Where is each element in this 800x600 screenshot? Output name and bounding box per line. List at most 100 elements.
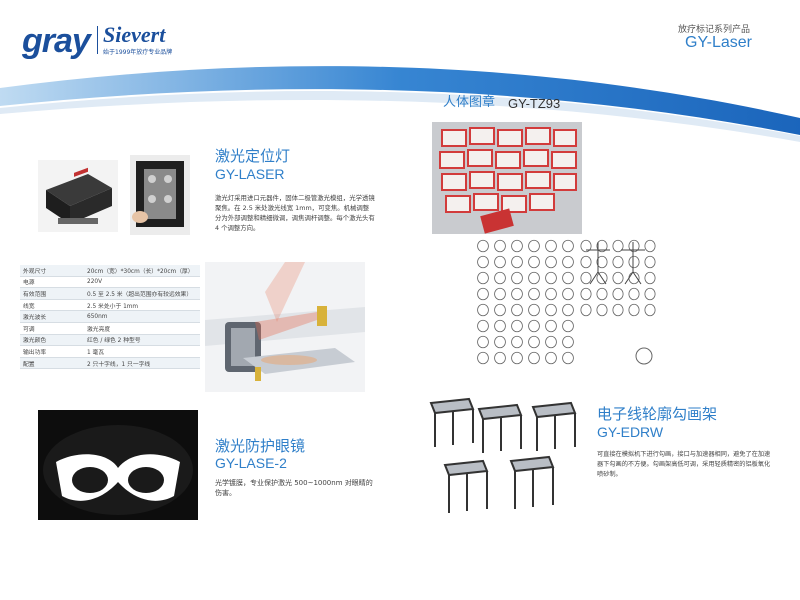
body-diagram-cell: [545, 271, 557, 285]
logo-divider: [97, 26, 98, 54]
body-diagram-cell: [596, 287, 608, 301]
body-diagram-cell: [528, 351, 540, 365]
body-diagram-cell: [494, 351, 506, 365]
body-diagram-cell: [494, 335, 506, 349]
frame-title: 电子线轮廓勾画架: [597, 405, 718, 423]
body-diagram-cell: [494, 287, 506, 301]
goggles-photo: [38, 410, 198, 520]
spec-row: 激光颜色红色 / 绿色 2 种型号: [20, 334, 200, 347]
body-diagram-cell: [612, 239, 624, 253]
spec-value: 1 毫瓦: [84, 345, 200, 358]
body-diagram-cell: [528, 271, 540, 285]
body-diagram-cell: [511, 271, 523, 285]
body-diagram-cell: [545, 239, 557, 253]
laser-internal-photo: [130, 155, 190, 235]
body-diagram-cell: [511, 319, 523, 333]
body-diagram-cell: [477, 271, 489, 285]
body-diagram-cell: [511, 335, 523, 349]
body-diagram-cell: [528, 239, 540, 253]
brand-logo: gray: [22, 22, 91, 60]
body-diagram-cell: [528, 335, 540, 349]
stamp-diagram-right: [578, 238, 660, 368]
body-diagram-cell: [528, 319, 540, 333]
body-diagram-cell: [562, 255, 574, 269]
body-diagram-cell: [612, 255, 624, 269]
goggles-image: [43, 425, 193, 515]
spec-value: 650nm: [84, 310, 200, 323]
stamp-image: [439, 127, 577, 234]
goggles-desc: 光学镀膜，专业保护激光 500~1000nm 对眼睛的伤害。: [215, 479, 373, 497]
body-diagram-cell: [494, 319, 506, 333]
body-diagram-cell: [644, 271, 656, 285]
body-diagram-cell: [511, 255, 523, 269]
spec-key: 可调: [20, 322, 84, 335]
body-diagram-cell: [580, 271, 592, 285]
body-diagram-cell: [562, 287, 574, 301]
body-diagram-cell: [494, 239, 506, 253]
laser-room-illustration: [205, 262, 365, 392]
spec-value: 220V: [84, 276, 200, 289]
body-diagram-cell: [494, 255, 506, 269]
body-diagram-cell: [562, 319, 574, 333]
body-diagram-cell: [545, 287, 557, 301]
body-diagram-cell: [644, 303, 656, 317]
body-diagram-cell: [612, 287, 624, 301]
spec-key: 有效范围: [20, 287, 84, 300]
body-diagram-cell: [596, 255, 608, 269]
spec-key: 电源: [20, 276, 84, 289]
laser-room-image: [205, 262, 365, 392]
laser-box-image: [46, 167, 112, 224]
body-diagram-cell: [511, 287, 523, 301]
spec-key: 配置: [20, 357, 84, 370]
stamp-title: 人体图章: [443, 95, 496, 110]
body-diagram-cell: [545, 335, 557, 349]
body-diagram-cell: [477, 303, 489, 317]
spec-key: 激光颜色: [20, 334, 84, 347]
body-diagram-cell: [528, 287, 540, 301]
brand-tagline: 始于1999年放疗专业品牌: [103, 49, 173, 56]
spec-value: 0.5 至 2.5 米（超出范围亦有较远效果）: [84, 287, 200, 300]
page-title: GY-Laser: [685, 34, 752, 51]
spec-key: 激光波长: [20, 310, 84, 323]
body-diagram-cell: [644, 287, 656, 301]
body-diagram-cell: [628, 287, 640, 301]
spec-row: 可调激光亮度: [20, 322, 200, 335]
spec-value: 激光亮度: [84, 322, 200, 335]
stamp-photo: [432, 122, 582, 234]
body-diagram-cell: [612, 303, 624, 317]
spec-value: 2 只十字线，1 只一字线: [84, 357, 200, 370]
body-diagram-cell: [511, 239, 523, 253]
spec-value: 红色 / 绿色 2 种型号: [84, 334, 200, 347]
body-diagram-cell: [628, 255, 640, 269]
body-diagram-cell: [562, 303, 574, 317]
series-label: 放疗标记系列产品: [677, 25, 750, 35]
body-diagram-cell: [580, 303, 592, 317]
laser-locator-model: GY-LASER: [215, 166, 285, 182]
body-diagram-cell: [562, 271, 574, 285]
laser-device-photo: [38, 160, 118, 232]
body-diagram-cell: [545, 319, 557, 333]
frame-photo: [425, 395, 585, 525]
spec-key: 外观尺寸: [20, 265, 84, 277]
spec-value: 20cm（宽）*30cm（长）*20cm（厚）: [84, 265, 200, 277]
body-diagram-cell: [494, 303, 506, 317]
frame-model: GY-EDRW: [597, 424, 664, 440]
body-diagram-cell: [545, 351, 557, 365]
body-diagram-cell: [580, 239, 592, 253]
goggles-title: 激光防护眼镜: [215, 437, 306, 455]
body-diagram-cell: [477, 351, 489, 365]
body-diagram-cell: [494, 271, 506, 285]
body-diagram-cell: [644, 239, 656, 253]
body-diagram-cell: [580, 255, 592, 269]
laser-locator-title: 激光定位灯: [215, 147, 291, 165]
stamp-model: GY-TZ93: [508, 96, 561, 111]
spec-key: 线宽: [20, 299, 84, 312]
body-diagram-cell: [596, 303, 608, 317]
laser-internal-image: [132, 161, 184, 227]
